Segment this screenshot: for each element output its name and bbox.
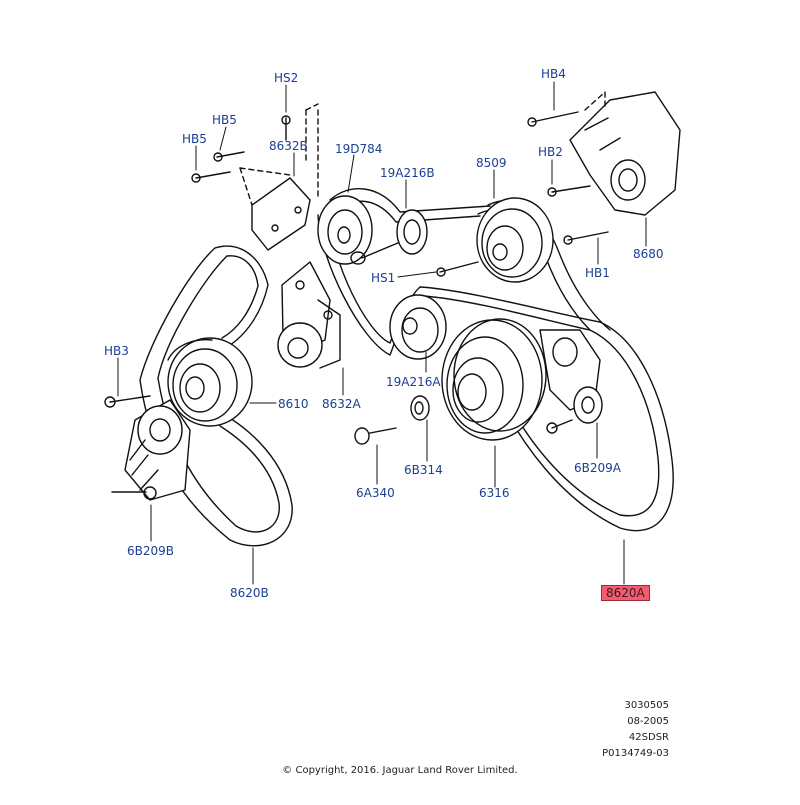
label-6b209b[interactable]: 6B209B	[127, 544, 175, 558]
belt-8620b	[139, 245, 293, 547]
drawing-reference: 3030505 08-2005 42SDSR P0134749-03	[602, 700, 669, 760]
tensioner-6b209a	[539, 329, 603, 434]
copyright-notice: © Copyright, 2016. Jaguar Land Rover Lim…	[282, 765, 518, 776]
leader-lines	[117, 81, 647, 585]
tensioner-8632a	[277, 261, 341, 369]
label-19a216b[interactable]: 19A216B	[380, 166, 435, 180]
reference-code: 42SDSR	[628, 732, 669, 743]
bracket-8632b	[191, 103, 319, 251]
label-8632a[interactable]: 8632A	[322, 397, 361, 411]
label-8620b[interactable]: 8620B	[230, 586, 269, 600]
label-8610[interactable]: 8610	[278, 397, 309, 411]
label-hb2[interactable]: HB2	[538, 145, 563, 159]
label-hb1[interactable]: HB1	[585, 266, 610, 280]
idler-19a216a	[354, 294, 447, 445]
label-hb5-upper[interactable]: HB5	[212, 113, 237, 127]
label-8509[interactable]: 8509	[476, 156, 507, 170]
label-hb4[interactable]: HB4	[541, 67, 566, 81]
label-19a216a[interactable]: 19A216A	[386, 375, 441, 389]
label-19d784[interactable]: 19D784	[335, 142, 383, 156]
label-6b209a[interactable]: 6B209A	[574, 461, 621, 475]
idler-19d784	[317, 195, 428, 265]
label-8620a-highlighted[interactable]: 8620A	[601, 585, 650, 601]
pulley-6316	[441, 318, 547, 441]
label-6a340[interactable]: 6A340	[356, 486, 395, 500]
label-hs2[interactable]: HS2	[274, 71, 299, 85]
reference-illustration-id: P0134749-03	[602, 748, 669, 759]
reference-number: 3030505	[624, 700, 669, 711]
label-6316[interactable]: 6316	[479, 486, 510, 500]
tensioner-6b209b	[111, 399, 191, 501]
label-hs1[interactable]: HS1	[371, 271, 396, 285]
label-6b314[interactable]: 6B314	[404, 463, 443, 477]
label-hb3[interactable]: HB3	[104, 344, 129, 358]
label-8680[interactable]: 8680	[633, 247, 664, 261]
label-8632b[interactable]: 8632B	[269, 139, 308, 153]
pulley-8509	[436, 197, 554, 283]
bolt-hb3	[104, 395, 151, 408]
bracket-8680	[527, 91, 681, 245]
reference-date: 08-2005	[627, 716, 669, 727]
label-hb5-lower[interactable]: HB5	[182, 132, 207, 146]
pulley-8610	[167, 337, 253, 427]
